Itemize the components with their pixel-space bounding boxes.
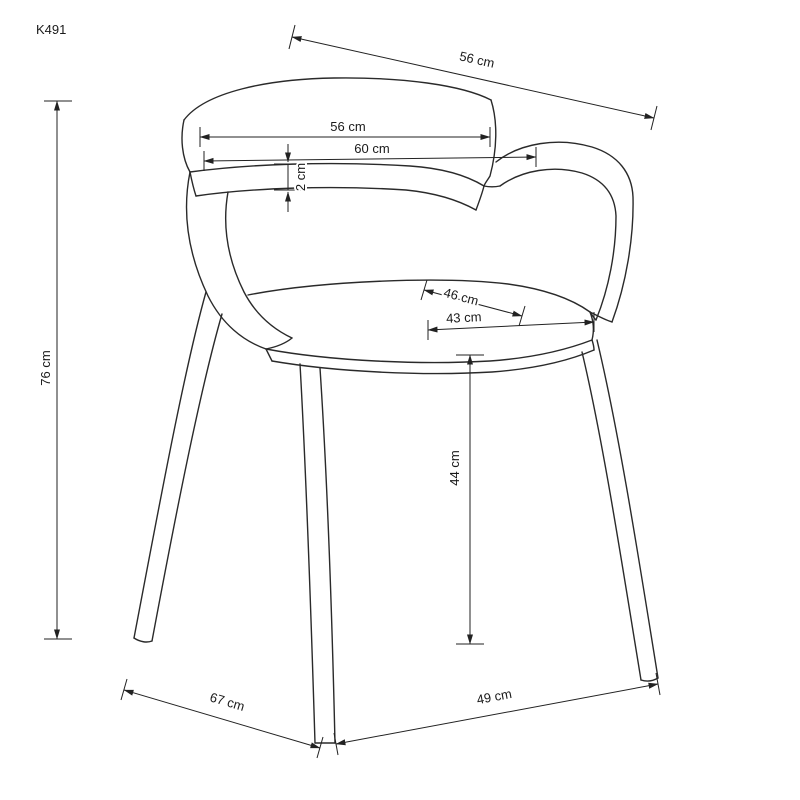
chair-backrest — [181, 77, 497, 211]
dim-overall-height-label: 76 cm — [38, 350, 53, 385]
dim-line — [423, 289, 523, 317]
chair-armrest-left — [185, 171, 293, 350]
dim-line — [123, 689, 321, 749]
dim-backrest-thickness: 2 cm — [274, 144, 310, 212]
dim-seat-width-label: 43 cm — [446, 309, 482, 326]
dim-overall-depth-label: 67 cm — [208, 689, 246, 713]
dim-back-diagonal-width-label: 56 cm — [458, 48, 496, 70]
dim-line — [203, 154, 537, 164]
dim-tick — [316, 736, 324, 759]
dim-line — [335, 682, 659, 746]
dim-tick — [333, 732, 339, 756]
dim-backrest-width: 56 cm — [199, 117, 491, 147]
model-label: K491 — [36, 22, 66, 37]
dim-backrest-thickness-label: 2 cm — [293, 163, 308, 191]
dim-line — [291, 36, 655, 119]
dim-overall-width: 60 cm — [203, 139, 537, 171]
dim-line — [427, 319, 595, 333]
chair-armrest-right — [483, 141, 634, 323]
dim-overall-height: 76 cm — [36, 100, 72, 640]
chair-leg-back-left — [133, 291, 223, 643]
dim-tick — [518, 305, 526, 327]
dim-overall-depth: 67 cm — [120, 678, 324, 759]
dim-seat-height: 44 cm — [445, 354, 484, 645]
dim-backrest-width-label: 56 cm — [330, 119, 365, 134]
dim-seat-width: 43 cm — [427, 307, 595, 340]
dim-tick — [288, 24, 296, 50]
chair-leg-front-right — [581, 339, 659, 682]
chair-leg-front-left — [299, 363, 336, 744]
dim-tick — [655, 672, 661, 696]
dim-front-feet-width-label: 49 cm — [475, 686, 513, 707]
dim-overall-width-label: 60 cm — [354, 141, 389, 156]
dim-tick — [120, 678, 128, 701]
chair-drawing — [133, 77, 659, 744]
chair-seat — [247, 279, 595, 375]
dim-seat-depth-label: 46 cm — [442, 285, 480, 309]
dim-front-feet-width: 49 cm — [333, 672, 661, 756]
dim-tick — [420, 279, 428, 301]
dim-tick — [650, 105, 658, 131]
dim-seat-height-label: 44 cm — [447, 450, 462, 485]
